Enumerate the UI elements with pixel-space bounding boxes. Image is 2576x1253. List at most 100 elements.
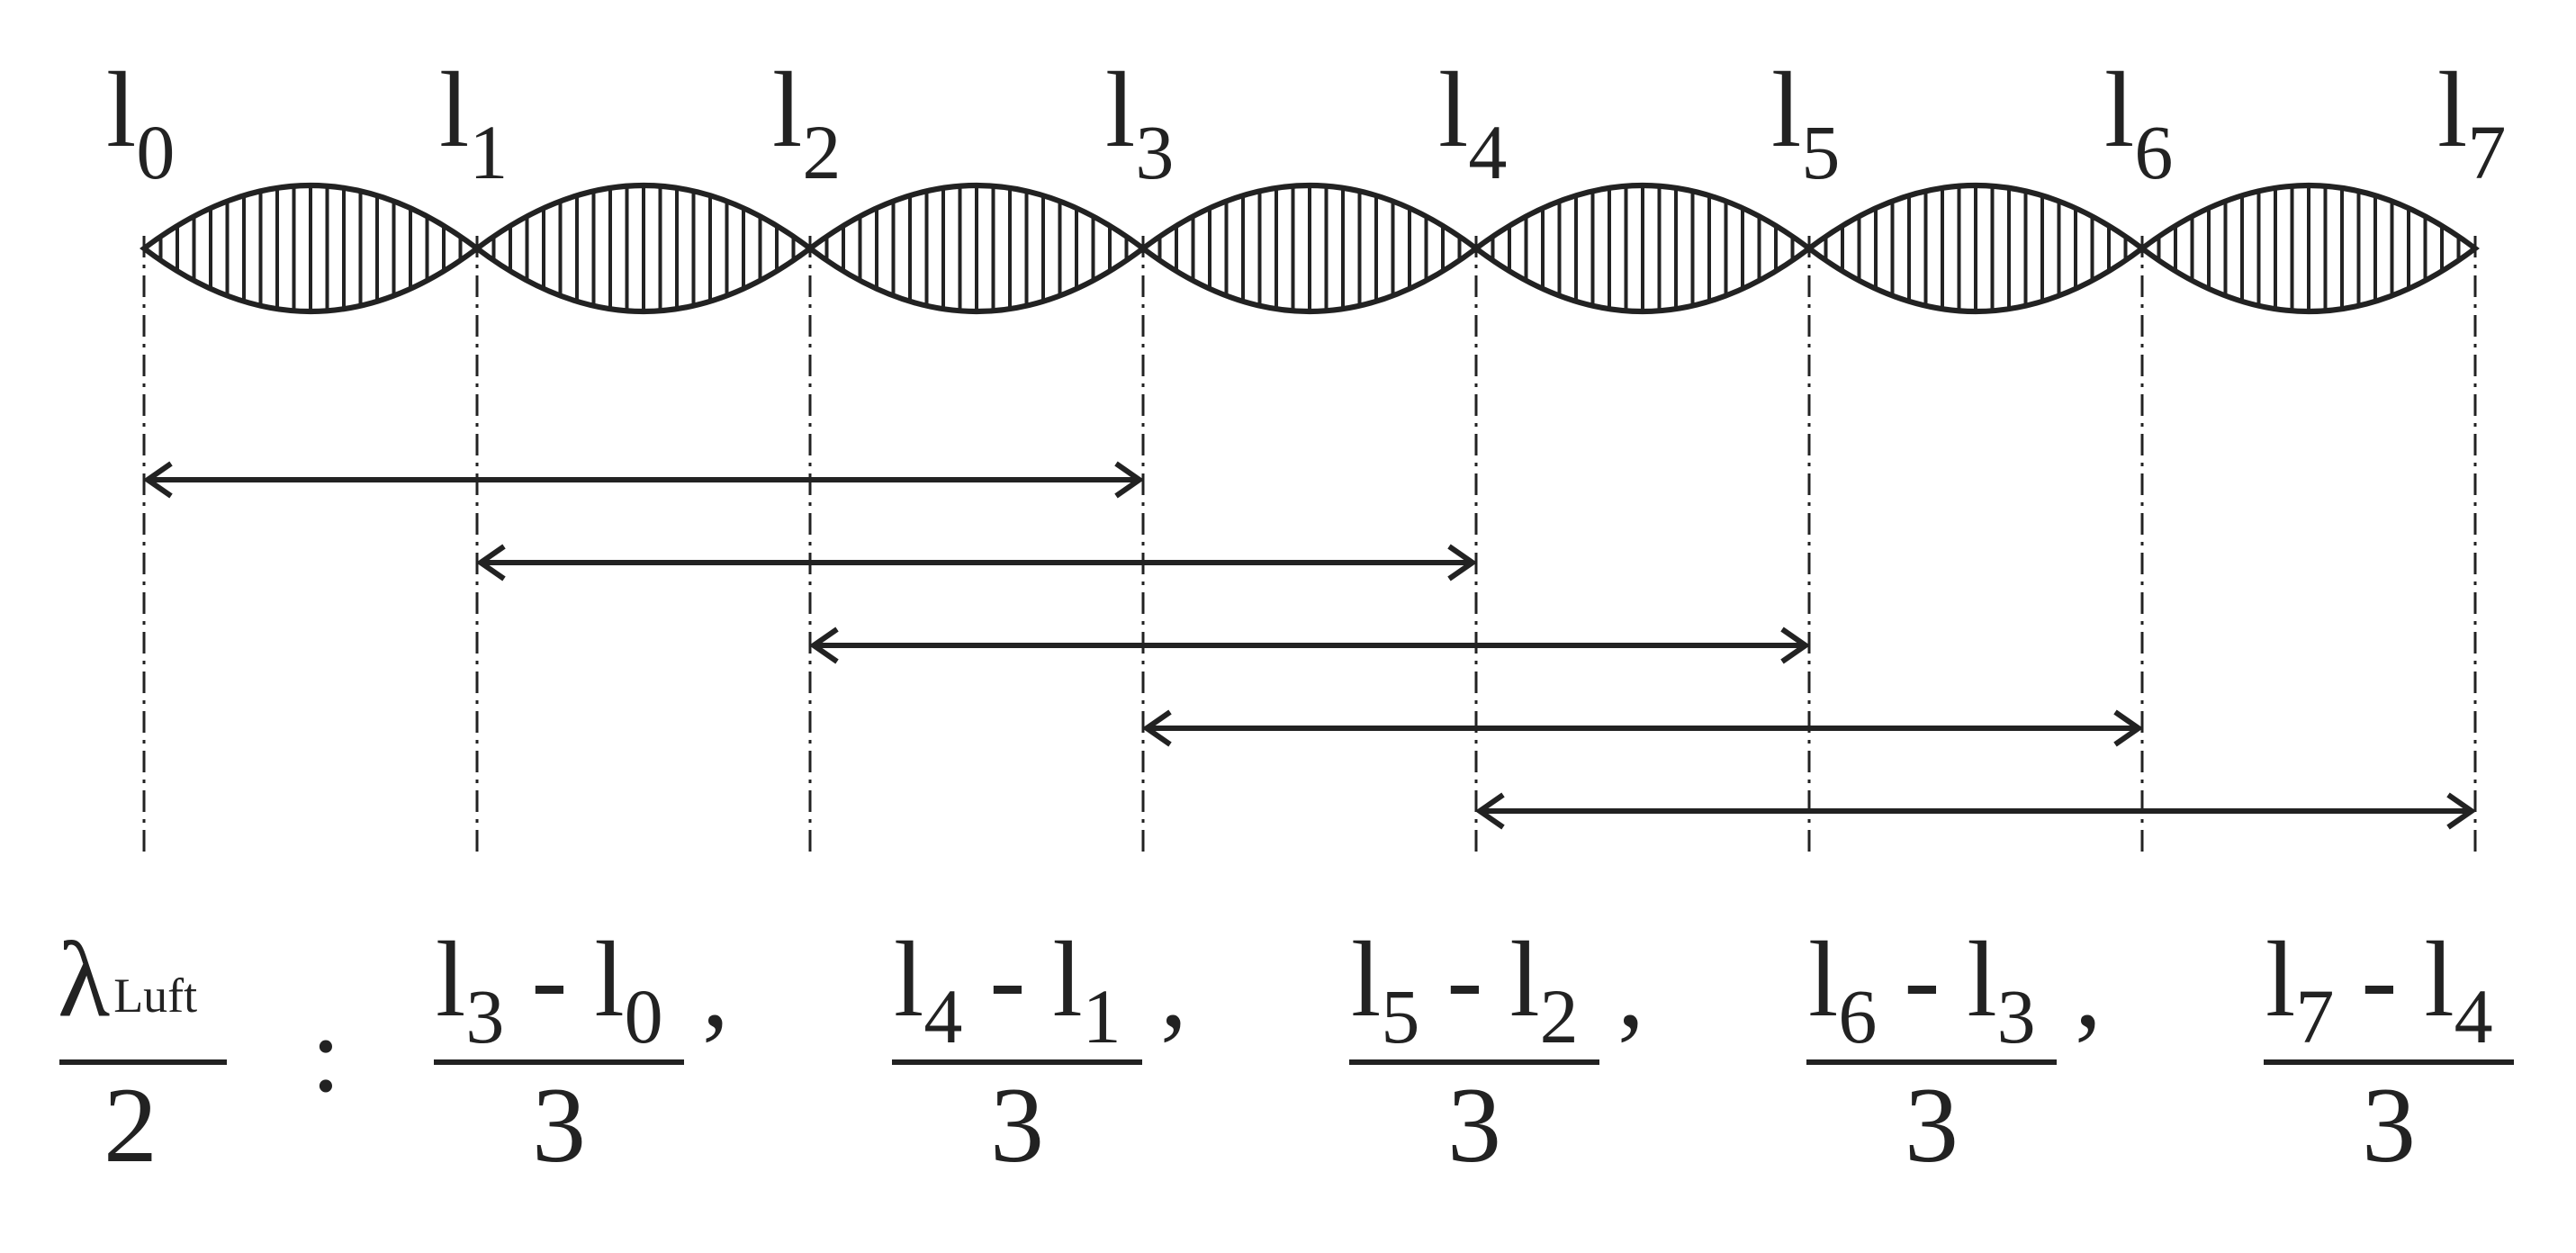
numerator-b-sub: 0 xyxy=(625,973,663,1059)
numerator-b-main: l xyxy=(1509,919,1539,1039)
fraction-numerator: l7 - l4 xyxy=(2265,919,2493,1059)
position-label-main: l xyxy=(1771,50,1801,169)
difference-fraction-2: l4 - l13 xyxy=(892,919,1142,1185)
numerator-space xyxy=(2334,919,2361,1039)
fraction-numerator: l3 - l0 xyxy=(436,919,663,1059)
numerator-space xyxy=(1419,919,1446,1039)
position-label-main: l xyxy=(1105,50,1135,169)
numerator-a-main: l xyxy=(2265,919,2295,1039)
numerator-space xyxy=(567,919,594,1039)
fraction-numerator: l5 - l2 xyxy=(1351,919,1579,1059)
position-label-sub: 0 xyxy=(136,109,175,195)
position-label-6: l6 xyxy=(2104,50,2173,195)
fraction-numerator: l4 - l1 xyxy=(894,919,1121,1059)
difference-fraction-1: l3 - l03 xyxy=(434,919,684,1185)
wave-hatching xyxy=(144,185,2475,311)
position-label-sub: 2 xyxy=(802,109,841,195)
numerator-a-main: l xyxy=(1808,919,1838,1039)
position-label-main: l xyxy=(1438,50,1468,169)
numerator-b-sub: 2 xyxy=(1540,973,1579,1059)
wave-lobes xyxy=(140,183,2480,314)
interval-arrows xyxy=(142,461,2477,830)
numerator-space xyxy=(1877,919,1904,1039)
numerator-op: - xyxy=(531,919,567,1039)
position-label-3: l3 xyxy=(1105,50,1174,195)
numerator-op: - xyxy=(1446,919,1482,1039)
numerator-op: - xyxy=(989,919,1025,1039)
numerator-b-sub: 1 xyxy=(1083,973,1121,1059)
numerator-a-main: l xyxy=(894,919,923,1039)
formula-lhs: λLuft 2 xyxy=(58,919,227,1185)
fraction-separator: , xyxy=(702,930,729,1050)
numerator-a-main: l xyxy=(436,919,465,1039)
position-label-sub: 6 xyxy=(2134,109,2173,195)
position-label-sub: 1 xyxy=(469,109,508,195)
lambda-symbol: λLuft xyxy=(58,919,197,1039)
numerator-space xyxy=(1940,919,1967,1039)
lambda-subscript: Luft xyxy=(113,969,197,1023)
position-label-sub: 7 xyxy=(2467,109,2506,195)
position-label-2: l2 xyxy=(772,50,841,195)
numerator-space xyxy=(1025,919,1052,1039)
fraction-numerator: l6 - l3 xyxy=(1808,919,2036,1059)
position-label-sub: 4 xyxy=(1468,109,1507,195)
interval-arrow-4 xyxy=(1141,709,2144,747)
fraction-denominator: 3 xyxy=(2362,1065,2416,1185)
fraction-separator: , xyxy=(2075,930,2102,1050)
interval-arrow-2 xyxy=(475,544,1478,581)
arrow-head-right xyxy=(1114,461,1145,499)
arrow-head-right xyxy=(2446,792,2477,830)
position-label-main: l xyxy=(2104,50,2134,169)
numerator-a-sub: 6 xyxy=(1838,973,1877,1059)
numerator-space xyxy=(504,919,531,1039)
numerator-space xyxy=(962,919,989,1039)
numerator-b-main: l xyxy=(2424,919,2454,1039)
arrow-head-left xyxy=(475,544,506,581)
fraction-denominator: 3 xyxy=(1447,1065,1501,1185)
fraction-separator: , xyxy=(1160,930,1187,1050)
lhs-denominator: 2 xyxy=(104,1065,158,1185)
lambda-main: λ xyxy=(58,919,110,1039)
arrow-head-left xyxy=(1141,709,1172,747)
node-guide-lines xyxy=(142,236,2477,855)
formula-colon: : xyxy=(311,995,340,1114)
numerator-a-sub: 3 xyxy=(465,973,504,1059)
arrow-head-left xyxy=(142,461,173,499)
position-label-4: l4 xyxy=(1438,50,1507,195)
numerator-b-main: l xyxy=(1052,919,1082,1039)
numerator-a-sub: 7 xyxy=(2295,973,2334,1059)
numerator-a-sub: 5 xyxy=(1381,973,1419,1059)
numerator-b-main: l xyxy=(1967,919,1996,1039)
position-label-5: l5 xyxy=(1771,50,1840,195)
position-label-main: l xyxy=(106,50,136,169)
numerator-space xyxy=(2397,919,2424,1039)
arrow-head-right xyxy=(2113,709,2144,747)
difference-fraction-5: l7 - l43 xyxy=(2264,919,2514,1185)
numerator-op: - xyxy=(2361,919,2397,1039)
interval-arrow-1 xyxy=(142,461,1145,499)
numerator-a-main: l xyxy=(1351,919,1381,1039)
fraction-denominator: 3 xyxy=(990,1065,1044,1185)
position-label-0: l0 xyxy=(106,50,175,195)
position-label-main: l xyxy=(2437,50,2467,169)
position-label-sub: 3 xyxy=(1135,109,1174,195)
position-label-main: l xyxy=(772,50,802,169)
fraction-denominator: 3 xyxy=(532,1065,586,1185)
difference-fraction-4: l6 - l33 xyxy=(1806,919,2057,1185)
numerator-space xyxy=(1482,919,1509,1039)
difference-fraction-3: l5 - l23 xyxy=(1349,919,1599,1185)
numerator-b-sub: 4 xyxy=(2454,973,2493,1059)
position-label-1: l1 xyxy=(439,50,508,195)
arrow-head-right xyxy=(1447,544,1478,581)
position-label-sub: 5 xyxy=(1801,109,1840,195)
interval-arrow-3 xyxy=(808,626,1811,664)
arrow-head-right xyxy=(1780,626,1811,664)
numerator-b-sub: 3 xyxy=(1997,973,2036,1059)
numerator-b-main: l xyxy=(594,919,624,1039)
numerator-a-sub: 4 xyxy=(923,973,962,1059)
fraction-denominator: 3 xyxy=(1905,1065,1959,1185)
interval-arrow-5 xyxy=(1474,792,2477,830)
